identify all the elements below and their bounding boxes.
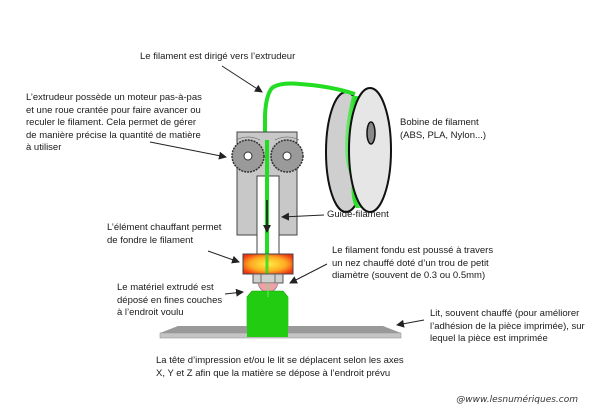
arrow-filament-directed (221, 65, 263, 93)
label-axes: La tête d’impression et/ou le lit se dép… (156, 355, 404, 379)
credit-watermark: @www.lesnumériques.com (456, 395, 578, 405)
arrow-bed (396, 319, 425, 328)
drive-gear-right-hub (282, 151, 292, 161)
arrow-guide (281, 212, 325, 221)
gear-arc-right (274, 136, 300, 141)
printed-part-front (247, 297, 288, 337)
arrow-deposited (224, 288, 244, 297)
label-nozzle: Le filament fondu est poussé à travers u… (332, 245, 494, 281)
gear-arc-left (235, 136, 261, 141)
label-bed: Lit, souvent chauffé (pour améliorer l’a… (430, 308, 585, 344)
label-extruder-motor: L’extrudeur possède un moteur pas-à-pas … (26, 92, 202, 153)
filament-spool (325, 87, 392, 213)
spool-front-flange (348, 87, 392, 213)
label-filament-directed: Le filament est dirigé vers l’extrudeur (140, 51, 296, 62)
arrow-extruder-motor (149, 141, 227, 160)
label-deposited: Le matériel extrudé est déposé en fines … (117, 282, 223, 318)
filament-strand (263, 81, 356, 330)
label-heating-element: L’élément chauffant permet de fondre le … (107, 222, 222, 246)
drive-gear-left-hub (243, 151, 253, 161)
arrow-nozzle (289, 263, 328, 284)
nozzle-body (252, 273, 284, 284)
label-guide: Guide-filament (327, 209, 389, 220)
spool-hub-hole (366, 121, 376, 145)
arrow-heating-element (207, 250, 240, 264)
label-spool: Bobine de filament (ABS, PLA, Nylon...) (400, 117, 487, 141)
